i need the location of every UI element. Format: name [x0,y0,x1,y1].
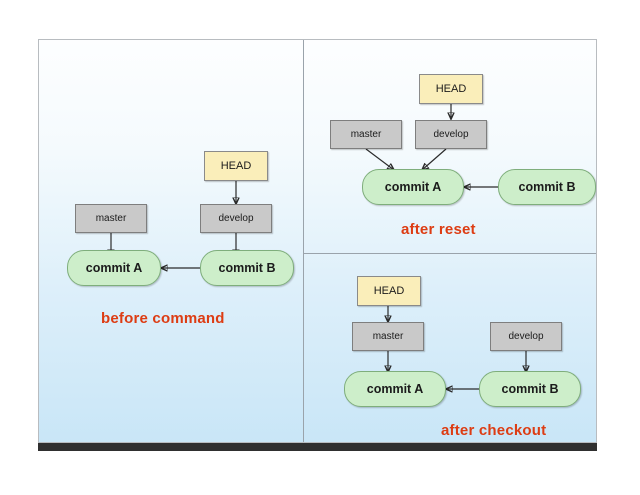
caption-after-checkout: after checkout [441,422,547,439]
caption-before-command: before command [101,310,225,327]
node-commit-a: commit A [344,371,446,407]
diagram-figure: HEAD master develop commit A commit B be… [38,39,597,443]
caption-after-reset: after reset [401,221,476,238]
node-branch-develop: develop [200,204,272,233]
arrows-before-command [39,181,304,442]
node-commit-b: commit B [200,250,294,286]
node-branch-master: master [352,322,424,351]
panel-before-command: HEAD master develop commit A commit B be… [39,40,304,442]
panel-after-checkout: HEAD master develop commit A commit B af… [304,254,596,442]
node-branch-master: master [75,204,147,233]
node-branch-develop: develop [415,120,487,149]
node-head: HEAD [204,151,268,181]
node-commit-a: commit A [362,169,464,205]
panel-after-reset: HEAD master develop commit A commit B af… [304,40,596,254]
node-commit-b: commit B [498,169,596,205]
node-branch-develop: develop [490,322,562,351]
panel-divider-horizontal [304,253,596,254]
node-branch-master: master [330,120,402,149]
node-head: HEAD [419,74,483,104]
node-commit-a: commit A [67,250,161,286]
panel-divider-vertical [303,40,304,442]
node-commit-b: commit B [479,371,581,407]
bottom-bar [38,443,597,451]
node-head: HEAD [357,276,421,306]
